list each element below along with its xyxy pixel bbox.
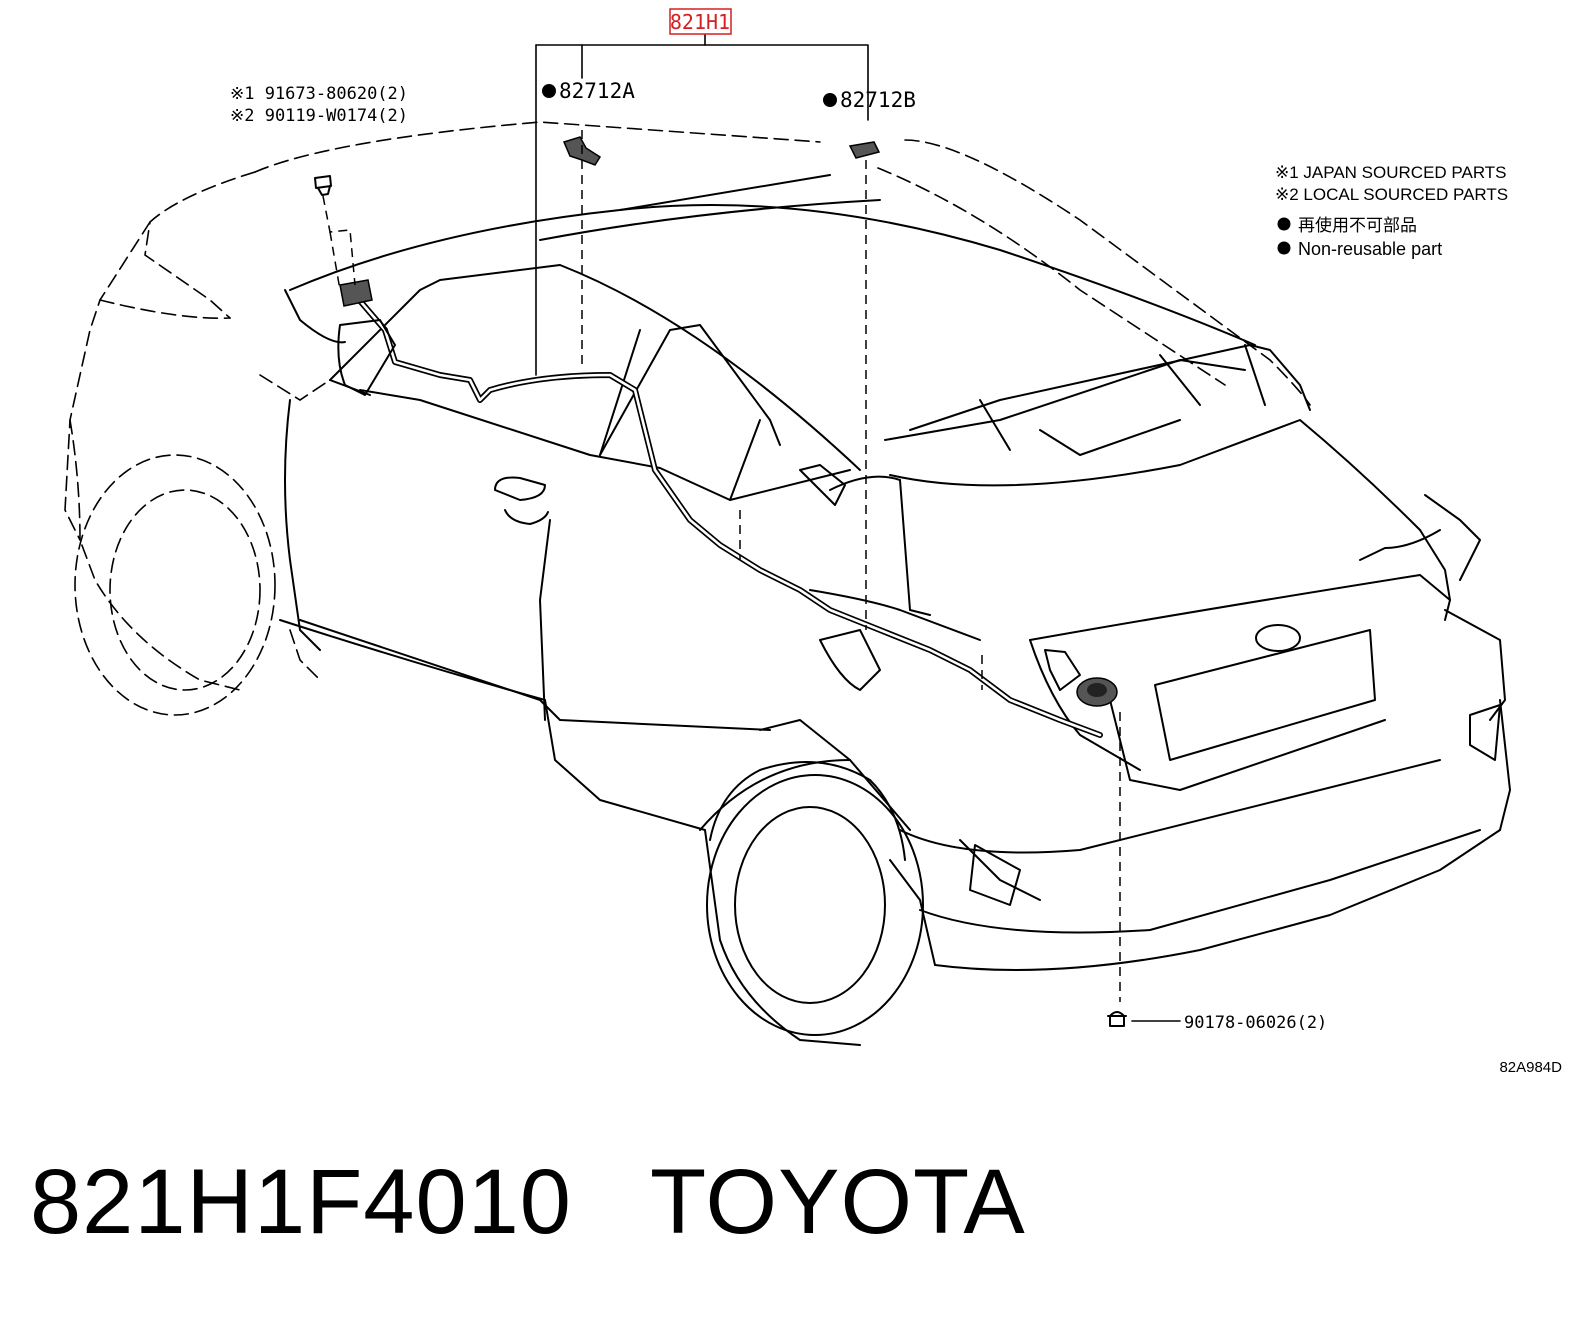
legend-dot-jp (1277, 217, 1291, 231)
leader-lines (322, 34, 1181, 1022)
label-82712b[interactable]: 82712B (840, 88, 916, 112)
footer-brand: TOYOTA (650, 1151, 1026, 1253)
footer-caption: 821H1F4010 TOYOTA (30, 1150, 1026, 1255)
nonreusable-dot-b (823, 93, 837, 107)
label-82712a[interactable]: 82712A (559, 79, 635, 103)
nonreusable-dot-a (542, 84, 556, 98)
legend-local: ※2 LOCAL SOURCED PARTS (1275, 185, 1508, 204)
legend-dot-en (1277, 241, 1291, 255)
footer-spacer (572, 1151, 650, 1253)
clip-90178-icon (1107, 1011, 1127, 1027)
main-part-number: 821H1 (670, 10, 730, 34)
legend-japan: ※1 JAPAN SOURCED PARTS (1275, 163, 1507, 182)
legend-nonreuse-jp: 再使用不可部品 (1298, 215, 1417, 235)
figure-id: 82A984D (1499, 1059, 1562, 1076)
footer-part-number: 821H1F4010 (30, 1151, 572, 1253)
bolt-icon (314, 175, 373, 307)
vehicle-illustration (64, 121, 1511, 1046)
legend-nonreuse-en: Non-reusable part (1298, 239, 1442, 259)
main-part-label[interactable]: 821H1 (669, 8, 732, 35)
label-clip-90178[interactable]: 90178-06026(2) (1184, 1013, 1327, 1033)
label-bolt-2[interactable]: ※2 90119-W0174(2) (230, 106, 408, 126)
legend: ※1 JAPAN SOURCED PARTS ※2 LOCAL SOURCED … (1275, 163, 1508, 259)
clip-82712b-icon (848, 141, 881, 159)
wire-harness (329, 292, 1118, 738)
label-bolt-1[interactable]: ※1 91673-80620(2) (230, 84, 408, 104)
